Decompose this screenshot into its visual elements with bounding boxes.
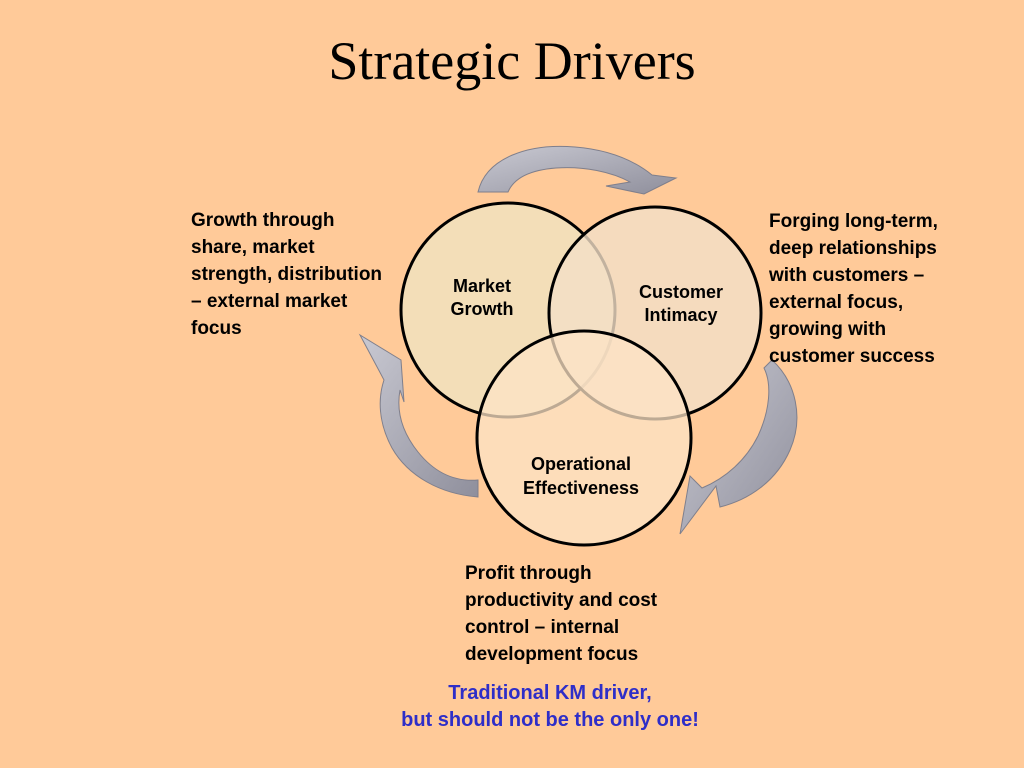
cycle-arrow-top (477, 145, 678, 195)
operational-effectiveness-label-line2: Effectiveness (523, 478, 639, 498)
operational-effectiveness-description: Profit through productivity and cost con… (465, 560, 657, 668)
description-line: external focus, (769, 292, 904, 313)
operational-effectiveness-label-line1: Operational (531, 454, 631, 474)
description-line: development focus (465, 644, 639, 665)
note-line1: Traditional KM driver, (448, 682, 652, 704)
note-line2: but should not be the only one! (401, 709, 699, 731)
operational-effectiveness-circle (475, 329, 693, 547)
description-line: control – internal (465, 617, 620, 638)
cycle-arrow-left (358, 333, 479, 498)
description-line: customer success (769, 346, 935, 367)
description-line: productivity and cost (465, 590, 658, 611)
description-line: growing with (769, 319, 887, 340)
description-line: Forging long-term, (769, 211, 938, 232)
customer-intimacy-label-line1: Customer (639, 282, 723, 302)
slide-title: Strategic Drivers (328, 31, 696, 91)
description-line: Profit through (465, 563, 592, 584)
customer-intimacy-label-line2: Intimacy (644, 305, 717, 325)
description-line: – external market (191, 291, 348, 312)
customer-intimacy-description: Forging long-term, deep relationships wi… (769, 208, 938, 370)
description-line: Growth through (191, 210, 335, 231)
description-line: focus (191, 318, 242, 339)
description-line: deep relationships (769, 238, 937, 259)
description-line: share, market (191, 237, 315, 258)
market-growth-label-line1: Market (453, 276, 511, 296)
km-driver-note: Traditional KM driver, but should not be… (0, 680, 1024, 734)
market-growth-description: Growth through share, market strength, d… (191, 207, 382, 342)
description-line: with customers – (769, 265, 925, 286)
cycle-arrow-right (679, 359, 798, 535)
market-growth-label-line2: Growth (451, 299, 514, 319)
description-line: strength, distribution (191, 264, 383, 285)
